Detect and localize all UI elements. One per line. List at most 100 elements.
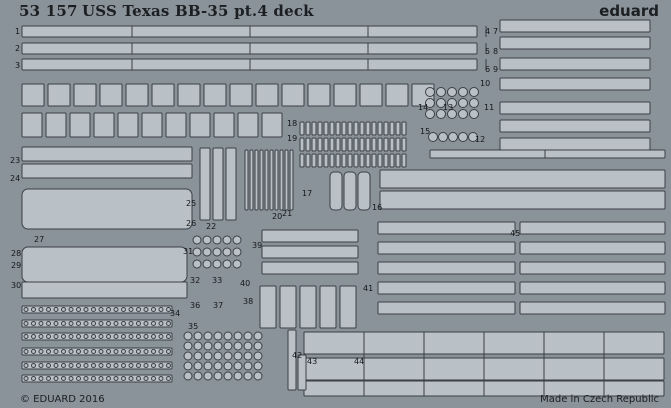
chain-link bbox=[121, 334, 126, 339]
comb-tooth bbox=[323, 153, 329, 168]
vertical-post bbox=[212, 147, 224, 221]
chain-link bbox=[143, 334, 149, 339]
comb-tooth bbox=[353, 121, 359, 136]
comb-tooth bbox=[329, 137, 335, 152]
ring-part bbox=[203, 331, 213, 341]
chain-link bbox=[113, 349, 119, 354]
ring-part bbox=[183, 331, 193, 341]
comb-tooth bbox=[383, 153, 389, 168]
chain-link bbox=[151, 307, 156, 312]
chain-link bbox=[31, 363, 36, 368]
vertical-post bbox=[225, 147, 237, 221]
chain-bar bbox=[21, 361, 173, 370]
chain-link bbox=[113, 321, 119, 326]
chain-link bbox=[83, 349, 89, 354]
comb-tooth bbox=[401, 137, 407, 152]
chain-link bbox=[98, 307, 104, 312]
comb-tooth bbox=[341, 153, 347, 168]
ring-part bbox=[203, 371, 213, 381]
comb-tooth bbox=[359, 153, 365, 168]
deck-plate bbox=[261, 245, 359, 259]
chain-link bbox=[83, 334, 89, 339]
ring-part bbox=[458, 109, 468, 119]
side-rail-strip bbox=[499, 77, 651, 91]
hatch-panel bbox=[281, 83, 305, 107]
vertical-post bbox=[199, 147, 211, 221]
comb-tooth bbox=[377, 137, 383, 152]
chain-link bbox=[83, 321, 89, 326]
deck-plate bbox=[261, 261, 359, 275]
chain-link bbox=[38, 321, 44, 326]
ring-part bbox=[213, 331, 223, 341]
ring-part bbox=[223, 351, 233, 361]
disc-part bbox=[212, 259, 222, 269]
part-number-label: 9 bbox=[493, 65, 499, 74]
chain-link bbox=[46, 376, 51, 381]
ring-part bbox=[253, 341, 263, 351]
chain-link bbox=[106, 321, 111, 326]
disc-part bbox=[222, 247, 232, 257]
disc-part bbox=[232, 247, 242, 257]
comb-tooth bbox=[299, 121, 305, 136]
chain-link bbox=[166, 349, 171, 354]
spring-strip bbox=[519, 281, 666, 295]
comb-tooth bbox=[299, 137, 305, 152]
part-number-label: 45 bbox=[510, 229, 521, 238]
chain-link bbox=[151, 321, 156, 326]
comb-tooth bbox=[371, 121, 377, 136]
ring-part bbox=[233, 331, 243, 341]
chain-link bbox=[143, 376, 149, 381]
hatch-panel bbox=[203, 83, 227, 107]
chain-link bbox=[61, 349, 66, 354]
part-number-label: 41 bbox=[363, 284, 374, 293]
part-number-label: 26 bbox=[186, 219, 197, 228]
part-number-label: 30 bbox=[11, 281, 22, 290]
chain-link bbox=[128, 321, 134, 326]
chain-link bbox=[61, 363, 66, 368]
chain-link bbox=[151, 363, 156, 368]
chain-link bbox=[38, 376, 44, 381]
chain-link bbox=[23, 363, 29, 368]
hatch-panel bbox=[177, 83, 201, 107]
ring-part bbox=[233, 371, 243, 381]
comb-tooth bbox=[274, 149, 279, 211]
product-title: USS Texas BB-35 pt.4 deck bbox=[82, 2, 314, 20]
part-number-label: 16 bbox=[372, 203, 383, 212]
comb-tooth bbox=[395, 121, 401, 136]
chain-link bbox=[61, 321, 66, 326]
part-number-label: 20 bbox=[272, 212, 283, 221]
hatch-panel bbox=[237, 112, 259, 138]
ring-part bbox=[183, 341, 193, 351]
part-number-label: 29 bbox=[11, 261, 22, 270]
chain-link bbox=[128, 376, 134, 381]
comb-tooth bbox=[365, 137, 371, 152]
comb-tooth bbox=[377, 153, 383, 168]
ring-part bbox=[253, 361, 263, 371]
spring-strip bbox=[377, 281, 516, 295]
chain-link bbox=[106, 376, 111, 381]
part-number-label: 24 bbox=[10, 174, 21, 183]
chain-link bbox=[38, 349, 44, 354]
chain-link bbox=[151, 349, 156, 354]
part-number-label: 15 bbox=[420, 127, 431, 136]
comb-tooth bbox=[264, 149, 269, 211]
comb-tooth bbox=[329, 153, 335, 168]
part-number-label: 7 bbox=[493, 27, 499, 36]
product-code: 53 157 bbox=[19, 2, 78, 20]
chain-link bbox=[23, 321, 29, 326]
chain-link bbox=[158, 349, 164, 354]
comb-tooth bbox=[341, 137, 347, 152]
comb-tooth bbox=[359, 137, 365, 152]
chain-link bbox=[46, 334, 51, 339]
curved-frame bbox=[21, 188, 193, 230]
chain-link bbox=[136, 363, 141, 368]
comb-tooth bbox=[383, 121, 389, 136]
ring-part bbox=[243, 361, 253, 371]
part-number-label: 14 bbox=[418, 103, 429, 112]
chain-link bbox=[98, 334, 104, 339]
ring-part bbox=[436, 109, 446, 119]
hatch-panel bbox=[21, 83, 45, 107]
disc-part bbox=[192, 235, 202, 245]
disc-part bbox=[232, 235, 242, 245]
